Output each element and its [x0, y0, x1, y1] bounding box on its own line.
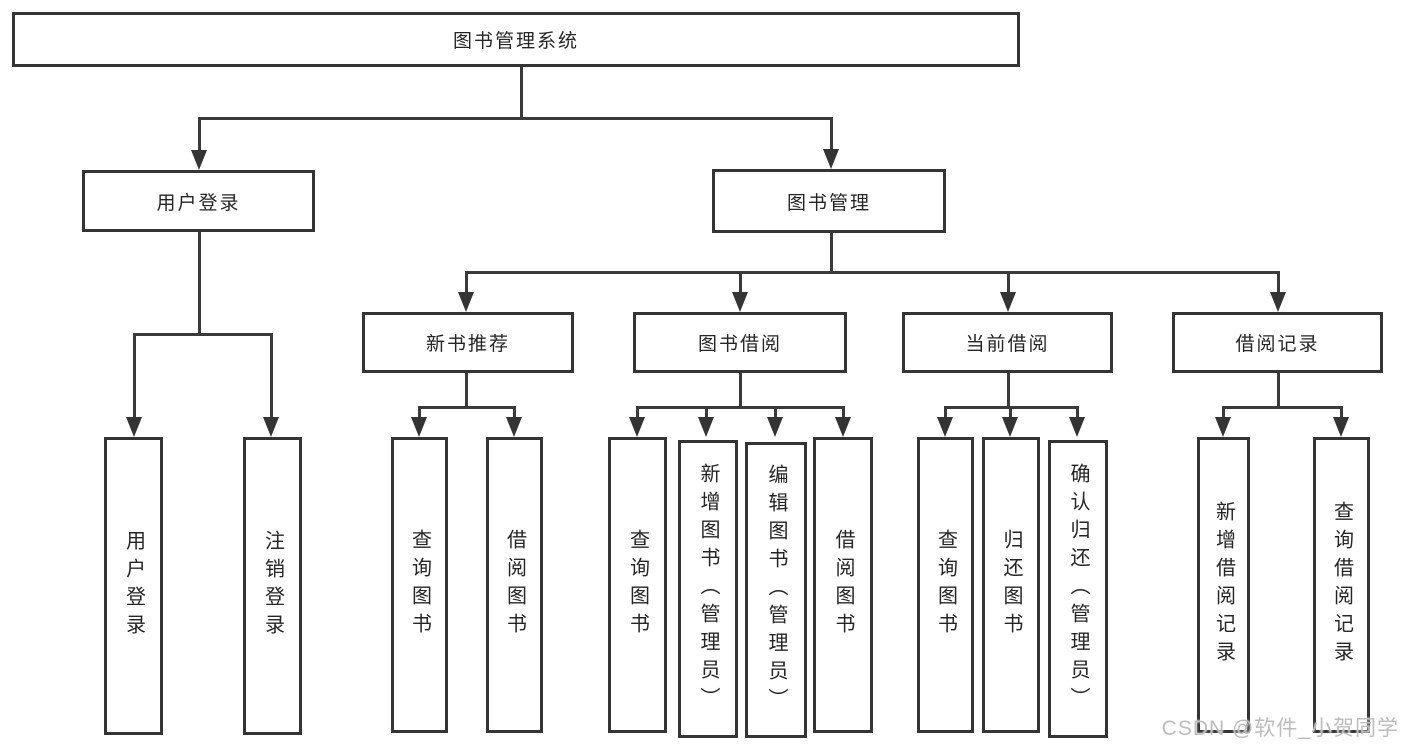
csdn-watermark: CSDN @软件_小贺同学 — [1161, 717, 1399, 740]
connector-line — [830, 117, 833, 150]
node-borrow-records: 借阅记录 — [1172, 312, 1383, 373]
arrowhead-icon — [411, 417, 427, 437]
node-book-management: 图书管理 — [712, 169, 946, 233]
arrowhead-icon — [1002, 417, 1018, 437]
leaf-cb-confirm-return-admin: 确认归还（管理员） — [1048, 440, 1108, 738]
node-root: 图书管理系统 — [12, 12, 1020, 67]
connector-line — [705, 406, 708, 418]
arrowhead-icon — [1333, 417, 1349, 437]
connector-line — [1222, 406, 1343, 409]
connector-line — [270, 333, 273, 418]
leaf-br-query-record-label: 查询借阅记录 — [1330, 501, 1353, 669]
leaf-cb-return-books-label: 归还图书 — [1000, 529, 1022, 641]
connector-line — [465, 373, 468, 408]
connector-line — [465, 271, 1280, 274]
node-current-borrow: 当前借阅 — [902, 312, 1113, 373]
arrowhead-icon — [1270, 292, 1286, 312]
connector-line — [418, 406, 421, 418]
arrowhead-icon — [732, 292, 748, 312]
leaf-logout-login: 注销登录 — [243, 437, 302, 735]
leaf-bb-add-books-admin: 新增图书（管理员） — [678, 440, 738, 738]
leaf-logout-login-label: 注销登录 — [261, 530, 284, 642]
leaf-nb-borrow-books: 借阅图书 — [486, 437, 543, 733]
arrowhead-icon — [823, 149, 839, 169]
connector-line — [842, 406, 845, 418]
arrowhead-icon — [767, 417, 783, 437]
arrowhead-icon — [629, 417, 645, 437]
connector-line — [520, 67, 523, 118]
connector-line — [1007, 271, 1010, 293]
leaf-bb-borrow-books: 借阅图书 — [813, 437, 873, 733]
leaf-nb-query-books-label: 查询图书 — [408, 529, 431, 641]
leaf-bb-edit-books-admin: 编辑图书（管理员） — [745, 442, 807, 738]
connector-line — [830, 231, 833, 273]
leaf-bb-query-books: 查询图书 — [608, 437, 667, 733]
arrowhead-icon — [1215, 417, 1231, 437]
connector-line — [1076, 406, 1079, 418]
connector-line — [1277, 373, 1280, 408]
connector-line — [1007, 373, 1010, 408]
connector-line — [1340, 406, 1343, 418]
node-new-book-recommend: 新书推荐 — [362, 312, 574, 373]
connector-line — [465, 271, 468, 293]
leaf-bb-edit-books-admin-label: 编辑图书（管理员） — [765, 464, 787, 716]
leaf-cb-confirm-return-admin-label: 确认归还（管理员） — [1067, 463, 1089, 715]
arrowhead-icon — [835, 417, 851, 437]
arrowhead-icon — [698, 417, 714, 437]
leaf-user-login: 用户登录 — [104, 437, 163, 735]
connector-line — [944, 406, 1079, 409]
connector-line — [739, 271, 742, 293]
leaf-cb-return-books: 归还图书 — [982, 437, 1040, 733]
leaf-bb-borrow-books-label: 借阅图书 — [832, 529, 854, 641]
connector-line — [198, 230, 201, 335]
leaf-nb-borrow-books-label: 借阅图书 — [503, 529, 526, 641]
arrowhead-icon — [263, 417, 279, 437]
connector-line — [944, 406, 947, 418]
node-user-login: 用户登录 — [82, 170, 315, 232]
arrowhead-icon — [937, 417, 953, 437]
connector-line — [636, 406, 845, 409]
leaf-nb-query-books: 查询图书 — [391, 437, 448, 733]
connector-line — [133, 333, 136, 418]
connector-line — [198, 117, 833, 120]
connector-line — [1009, 406, 1012, 418]
leaf-bb-add-books-admin-label: 新增图书（管理员） — [697, 463, 719, 715]
arrowhead-icon — [126, 417, 142, 437]
connector-line — [774, 406, 777, 418]
connector-line — [1222, 406, 1225, 418]
node-book-borrow: 图书借阅 — [633, 312, 847, 373]
connector-line — [133, 333, 273, 336]
leaf-br-add-record: 新增借阅记录 — [1197, 437, 1250, 733]
leaf-user-login-label: 用户登录 — [122, 530, 145, 642]
connector-line — [418, 406, 516, 409]
leaf-cb-query-books: 查询图书 — [917, 437, 974, 733]
connector-line — [636, 406, 639, 418]
arrowhead-icon — [506, 417, 522, 437]
arrowhead-icon — [1000, 292, 1016, 312]
connector-line — [739, 373, 742, 408]
leaf-br-query-record: 查询借阅记录 — [1313, 437, 1370, 733]
leaf-br-add-record-label: 新增借阅记录 — [1212, 501, 1235, 669]
arrowhead-icon — [191, 150, 207, 170]
leaf-cb-query-books-label: 查询图书 — [934, 529, 957, 641]
connector-line — [513, 406, 516, 418]
arrowhead-icon — [1069, 417, 1085, 437]
arrowhead-icon — [458, 292, 474, 312]
connector-line — [1277, 271, 1280, 293]
connector-line — [198, 117, 201, 151]
leaf-bb-query-books-label: 查询图书 — [626, 529, 649, 641]
